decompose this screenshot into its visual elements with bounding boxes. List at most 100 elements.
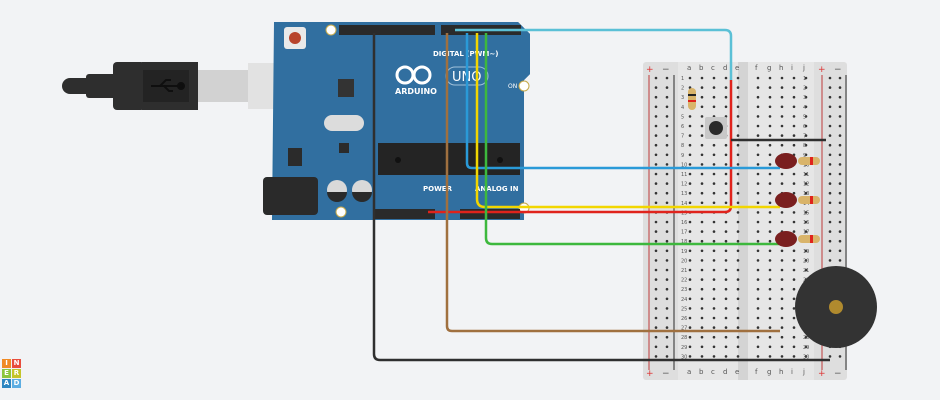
hole[interactable] xyxy=(792,105,796,109)
hole[interactable] xyxy=(724,345,728,349)
hole[interactable] xyxy=(768,182,772,185)
hole[interactable] xyxy=(792,76,796,80)
hole[interactable] xyxy=(756,191,760,195)
hole[interactable] xyxy=(712,230,716,233)
hole[interactable] xyxy=(712,95,716,99)
hole[interactable] xyxy=(756,268,760,272)
hole[interactable] xyxy=(768,345,772,349)
hole[interactable] xyxy=(736,201,740,205)
hole[interactable] xyxy=(780,172,784,176)
rail-hole[interactable] xyxy=(665,287,669,291)
hole[interactable] xyxy=(768,326,772,329)
hole[interactable] xyxy=(780,297,784,301)
hole[interactable] xyxy=(792,335,796,339)
hole[interactable] xyxy=(804,191,808,195)
hole[interactable] xyxy=(700,345,704,349)
hole[interactable] xyxy=(736,220,740,224)
rail-hole[interactable] xyxy=(665,220,669,224)
rail-hole[interactable] xyxy=(654,143,658,147)
rail-hole[interactable] xyxy=(665,134,669,137)
rail-hole[interactable] xyxy=(654,201,658,205)
cyan-wire[interactable] xyxy=(455,28,733,80)
hole[interactable] xyxy=(792,172,796,176)
hole[interactable] xyxy=(756,278,760,281)
hole[interactable] xyxy=(768,105,772,109)
hole[interactable] xyxy=(792,220,796,224)
hole[interactable] xyxy=(688,230,692,233)
hole[interactable] xyxy=(768,268,772,272)
hole[interactable] xyxy=(724,76,728,80)
rail-hole[interactable] xyxy=(838,163,842,166)
hole[interactable] xyxy=(712,172,716,176)
hole[interactable] xyxy=(700,316,704,320)
hole[interactable] xyxy=(700,153,704,157)
rail-hole[interactable] xyxy=(838,153,842,157)
hole[interactable] xyxy=(688,172,692,176)
hole[interactable] xyxy=(768,153,772,157)
rail-hole[interactable] xyxy=(665,345,669,349)
hole[interactable] xyxy=(792,278,796,281)
rail-hole[interactable] xyxy=(838,220,842,224)
hole[interactable] xyxy=(768,278,772,281)
hole[interactable] xyxy=(724,335,728,339)
rail-hole[interactable] xyxy=(654,335,658,339)
hole[interactable] xyxy=(756,335,760,339)
hole[interactable] xyxy=(780,105,784,109)
hole[interactable] xyxy=(792,115,796,118)
hole[interactable] xyxy=(804,153,808,157)
rail-hole[interactable] xyxy=(665,239,669,243)
reset-button[interactable] xyxy=(289,32,301,44)
hole[interactable] xyxy=(792,345,796,349)
rail-hole[interactable] xyxy=(654,287,658,291)
hole[interactable] xyxy=(780,182,784,185)
hole[interactable] xyxy=(724,220,728,224)
rail-hole[interactable] xyxy=(838,124,842,128)
hole[interactable] xyxy=(768,76,772,80)
hole[interactable] xyxy=(724,326,728,329)
rail-hole[interactable] xyxy=(654,326,658,329)
hole[interactable] xyxy=(736,172,740,176)
hole[interactable] xyxy=(768,191,772,195)
rail-hole[interactable] xyxy=(838,115,842,118)
hole[interactable] xyxy=(736,345,740,349)
hole[interactable] xyxy=(768,287,772,291)
led-3[interactable] xyxy=(775,231,820,247)
rail-hole[interactable] xyxy=(654,105,658,109)
hole[interactable] xyxy=(756,316,760,320)
hole[interactable] xyxy=(712,259,716,262)
hole[interactable] xyxy=(804,76,808,80)
hole[interactable] xyxy=(804,268,808,272)
rail-hole[interactable] xyxy=(828,134,832,137)
hole[interactable] xyxy=(736,191,740,195)
power-jack[interactable] xyxy=(263,177,318,215)
hole[interactable] xyxy=(736,95,740,99)
rail-hole[interactable] xyxy=(665,297,669,301)
rail-hole[interactable] xyxy=(828,143,832,147)
hole[interactable] xyxy=(700,239,704,243)
hole[interactable] xyxy=(792,287,796,291)
hole[interactable] xyxy=(780,76,784,80)
hole[interactable] xyxy=(792,355,796,358)
brown-wire[interactable] xyxy=(445,33,780,333)
hole[interactable] xyxy=(724,230,728,233)
rail-hole[interactable] xyxy=(828,115,832,118)
hole[interactable] xyxy=(768,163,772,166)
hole[interactable] xyxy=(792,124,796,128)
hole[interactable] xyxy=(756,172,760,176)
hole[interactable] xyxy=(756,153,760,157)
rail-hole[interactable] xyxy=(828,105,832,109)
rail-hole[interactable] xyxy=(654,249,658,253)
hole[interactable] xyxy=(688,115,692,118)
hole[interactable] xyxy=(768,143,772,147)
hole[interactable] xyxy=(780,335,784,339)
hole[interactable] xyxy=(724,316,728,320)
hole[interactable] xyxy=(712,316,716,320)
hole[interactable] xyxy=(736,76,740,80)
analog-header[interactable] xyxy=(460,209,520,219)
usb-cable[interactable] xyxy=(62,62,278,110)
pushbutton[interactable] xyxy=(705,117,727,139)
hole[interactable] xyxy=(700,335,704,339)
hole[interactable] xyxy=(688,316,692,320)
hole[interactable] xyxy=(792,191,796,195)
hole[interactable] xyxy=(700,201,704,205)
